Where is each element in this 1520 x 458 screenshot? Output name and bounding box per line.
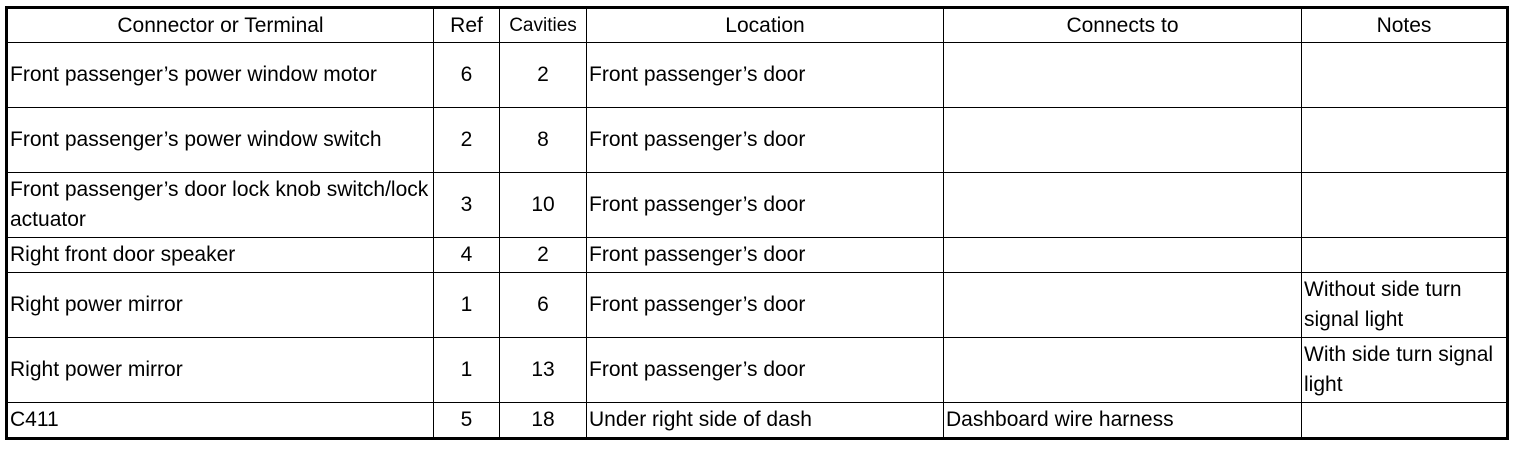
cell-cavities: 10 xyxy=(499,172,587,238)
cell-connector: Right power mirror xyxy=(6,337,434,403)
cell-location: Front passenger’s door xyxy=(586,107,944,173)
cell-notes xyxy=(1301,402,1508,439)
cell-connects-to xyxy=(943,237,1302,273)
cell-connects-to: Dashboard wire harness xyxy=(943,402,1302,439)
table-row: Right power mirror 1 6 Front passenger’s… xyxy=(6,272,1508,338)
header-location: Location xyxy=(586,7,944,43)
cell-connector: Front passenger’s power window motor xyxy=(6,42,434,108)
cell-cavities: 2 xyxy=(499,42,587,108)
cell-notes: With side turn signal light xyxy=(1301,337,1508,403)
header-cavities: Cavities xyxy=(499,7,587,43)
header-connector: Connector or Terminal xyxy=(6,7,434,43)
header-notes: Notes xyxy=(1301,7,1508,43)
cell-ref: 2 xyxy=(433,107,500,173)
table-row: Right front door speaker 4 2 Front passe… xyxy=(6,237,1508,273)
cell-connects-to xyxy=(943,272,1302,338)
cell-connector: Front passenger’s door lock knob switch/… xyxy=(6,172,434,238)
cell-notes xyxy=(1301,172,1508,238)
cell-ref: 6 xyxy=(433,42,500,108)
cell-connects-to xyxy=(943,337,1302,403)
cell-cavities: 18 xyxy=(499,402,587,439)
cell-ref: 5 xyxy=(433,402,500,439)
cell-cavities: 6 xyxy=(499,272,587,338)
cell-connector: Right power mirror xyxy=(6,272,434,338)
cell-location: Front passenger’s door xyxy=(586,337,944,403)
cell-notes: Without side turn signal light xyxy=(1301,272,1508,338)
cell-ref: 1 xyxy=(433,337,500,403)
cell-notes xyxy=(1301,237,1508,273)
cell-connector: Front passenger’s power window switch xyxy=(6,107,434,173)
table-row: C411 5 18 Under right side of dash Dashb… xyxy=(6,402,1508,439)
cell-location: Front passenger’s door xyxy=(586,42,944,108)
cell-connector: Right front door speaker xyxy=(6,237,434,273)
cell-cavities: 13 xyxy=(499,337,587,403)
header-connects-to: Connects to xyxy=(943,7,1302,43)
cell-connects-to xyxy=(943,42,1302,108)
cell-connector: C411 xyxy=(6,402,434,439)
cell-ref: 1 xyxy=(433,272,500,338)
cell-notes xyxy=(1301,42,1508,108)
cell-cavities: 2 xyxy=(499,237,587,273)
table-row: Right power mirror 1 13 Front passenger’… xyxy=(6,337,1508,403)
connector-table: Connector or Terminal Ref Cavities Locat… xyxy=(5,6,1509,440)
cell-notes xyxy=(1301,107,1508,173)
table-row: Front passenger’s power window switch 2 … xyxy=(6,107,1508,173)
cell-ref: 4 xyxy=(433,237,500,273)
header-ref: Ref xyxy=(433,7,500,43)
cell-cavities: 8 xyxy=(499,107,587,173)
table-row: Front passenger’s door lock knob switch/… xyxy=(6,172,1508,238)
cell-connects-to xyxy=(943,172,1302,238)
cell-location: Under right side of dash xyxy=(586,402,944,439)
cell-location: Front passenger’s door xyxy=(586,172,944,238)
cell-location: Front passenger’s door xyxy=(586,237,944,273)
table-header-row: Connector or Terminal Ref Cavities Locat… xyxy=(6,7,1508,43)
cell-ref: 3 xyxy=(433,172,500,238)
table-row: Front passenger’s power window motor 6 2… xyxy=(6,42,1508,108)
cell-connects-to xyxy=(943,107,1302,173)
cell-location: Front passenger’s door xyxy=(586,272,944,338)
